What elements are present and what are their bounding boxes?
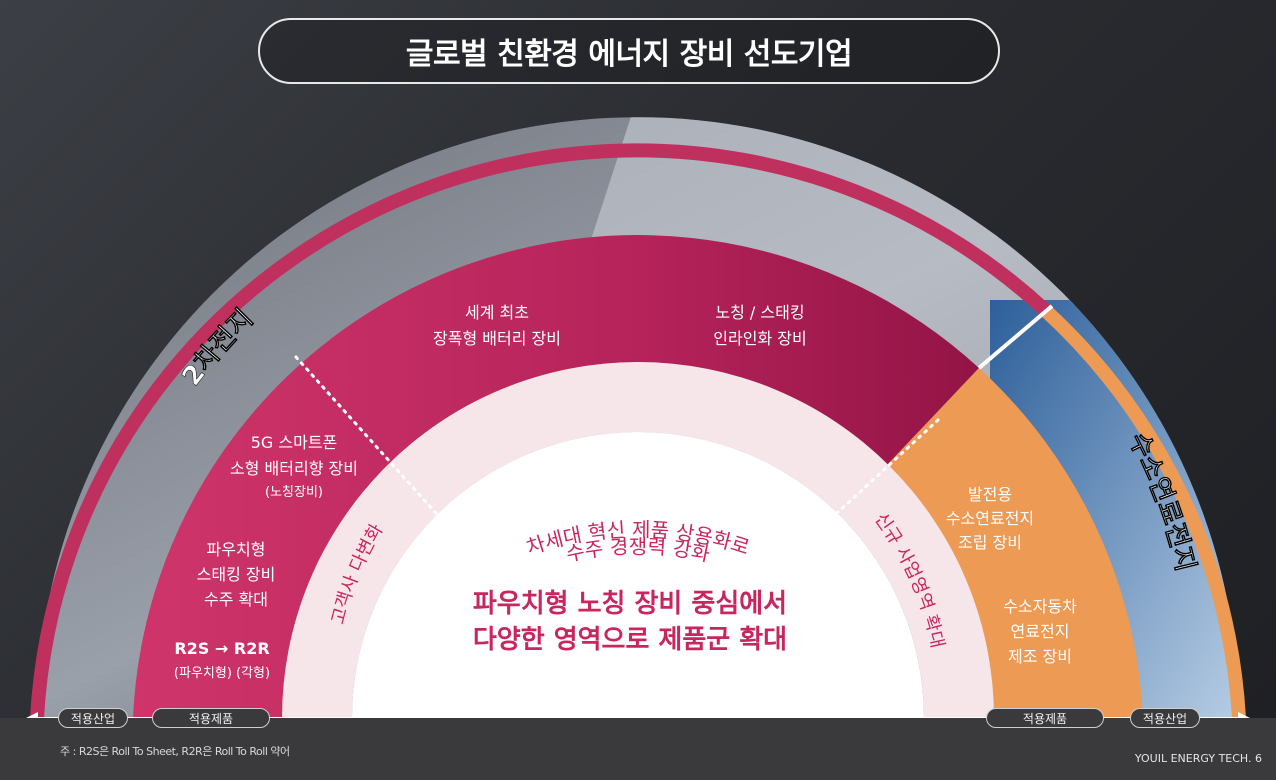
product-vehicle-fc-3: 제조 장비: [1008, 647, 1072, 666]
product-vehicle-fc-2: 연료전지: [1011, 622, 1070, 641]
center-line1: 파우치형 노칭 장비 중심에서: [473, 589, 787, 619]
product-wide-battery-2: 장폭형 배터리 장비: [433, 329, 561, 348]
product-5g-1: 5G 스마트폰: [251, 433, 338, 452]
page-info: YOUIL ENERGY TECH. 6: [1134, 752, 1262, 765]
product-5g-3: (노칭장비): [265, 485, 323, 500]
outer-arc-left: [30, 143, 1050, 719]
dotted-divider-right: [821, 418, 940, 528]
inner-band: [282, 362, 994, 718]
product-inline-2: 인라인화 장비: [713, 329, 806, 348]
outer-arc-right: [1040, 304, 1246, 719]
product-pouch-3: 수주 확대: [204, 590, 268, 609]
title-box: 글로벌 친환경 에너지 장비 선도기업: [258, 18, 1000, 84]
product-r2s-2: (파우치형) (각형): [174, 666, 270, 681]
dotted-divider-left: [294, 355, 445, 523]
bottom-bar: [0, 718, 1276, 780]
product-r2s-1: R2S → R2R: [174, 639, 269, 658]
product-power-fc-1: 발전용: [968, 485, 1012, 504]
footnote: 주 : R2S은 Roll To Sheet, R2R은 Roll To Rol…: [60, 745, 290, 758]
product-band-magenta: [133, 235, 979, 718]
label-product-right: 적용제품: [986, 708, 1104, 728]
product-power-fc-2: 수소연료전지: [946, 509, 1034, 528]
label-product-left: 적용제품: [152, 708, 270, 728]
product-wide-battery-1: 세계 최초: [465, 303, 529, 322]
label-industry-left: 적용산업: [58, 708, 128, 728]
center-area: [352, 432, 924, 718]
product-5g-2: 소형 배터리향 장비: [230, 459, 358, 478]
page-title: 글로벌 친환경 에너지 장비 선도기업: [405, 37, 853, 72]
product-power-fc-3: 조립 장비: [958, 533, 1022, 552]
product-inline-1: 노칭 / 스태킹: [715, 303, 804, 322]
product-vehicle-fc-1: 수소자동차: [1003, 597, 1077, 616]
product-pouch-1: 파우치형: [207, 540, 266, 559]
divider-white: [977, 304, 1054, 370]
label-industry-right: 적용산업: [1130, 708, 1200, 728]
product-band-orange: [868, 368, 1143, 718]
battery-cell-stripes: [580, 117, 1100, 420]
product-pouch-2: 스태킹 장비: [197, 565, 276, 584]
center-line2: 다양한 영역으로 제품군 확대: [473, 625, 787, 655]
